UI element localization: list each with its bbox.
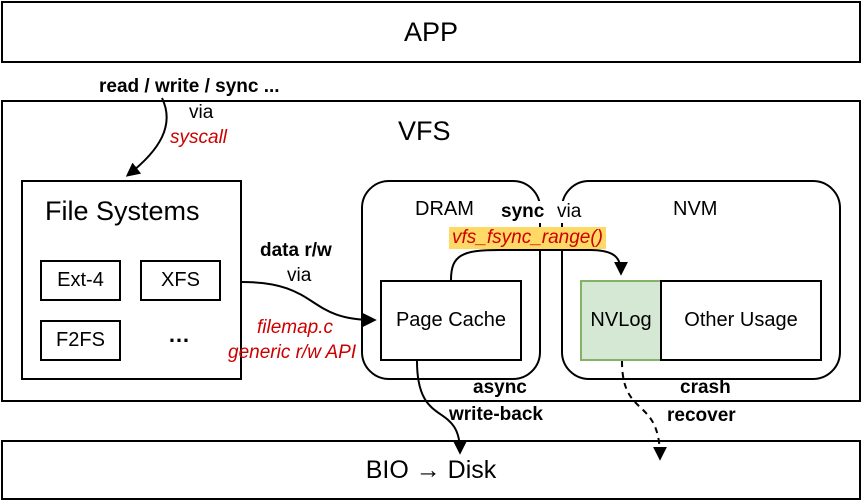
- data-rw-label: data r/w: [260, 240, 332, 261]
- dram-label: DRAM: [415, 198, 474, 220]
- fs-item-xfs: XFS: [140, 260, 221, 301]
- file-systems-title: File Systems: [45, 196, 200, 226]
- recover-label: recover: [667, 405, 736, 426]
- syscall-label: syscall: [170, 127, 228, 148]
- other-usage-label: Other Usage: [684, 309, 798, 331]
- bio-disk-layer: BIO → Disk: [1, 440, 861, 500]
- syscall-ops-label: read / write / sync ...: [99, 76, 280, 97]
- bio-disk-label: BIO → Disk: [365, 455, 497, 484]
- write-back-label: write-back: [449, 404, 543, 425]
- page-cache-box: Page Cache: [380, 280, 522, 361]
- vfs-label: VFS: [398, 116, 451, 146]
- data-rw-via-label: via: [287, 265, 312, 286]
- other-usage-box: Other Usage: [660, 280, 822, 361]
- fs-item-f2fs-label: F2FS: [56, 329, 105, 351]
- fs-item-ext4-label: Ext-4: [57, 269, 104, 291]
- sync-label: sync: [499, 201, 547, 223]
- page-cache-label: Page Cache: [395, 309, 507, 331]
- nvm-label: NVM: [673, 198, 718, 220]
- filemap-label: filemap.c: [257, 317, 334, 338]
- fs-item-f2fs: F2FS: [40, 320, 121, 361]
- generic-rw-api-label: generic r/w API: [228, 342, 357, 363]
- nvlog-label: NVLog: [590, 309, 652, 331]
- fs-item-ellipsis: …: [168, 322, 190, 347]
- fs-item-ext4: Ext-4: [40, 260, 121, 301]
- vfs-fsync-range-label: vfs_fsync_range(): [449, 227, 607, 249]
- syscall-via-label: via: [189, 102, 214, 123]
- app-layer: APP: [1, 1, 861, 63]
- sync-via-label: via: [555, 201, 584, 223]
- async-label: async: [473, 377, 527, 398]
- app-label: APP: [403, 16, 459, 47]
- nvlog-box: NVLog: [580, 280, 662, 361]
- fs-item-xfs-label: XFS: [161, 269, 200, 291]
- crash-label: crash: [680, 377, 731, 398]
